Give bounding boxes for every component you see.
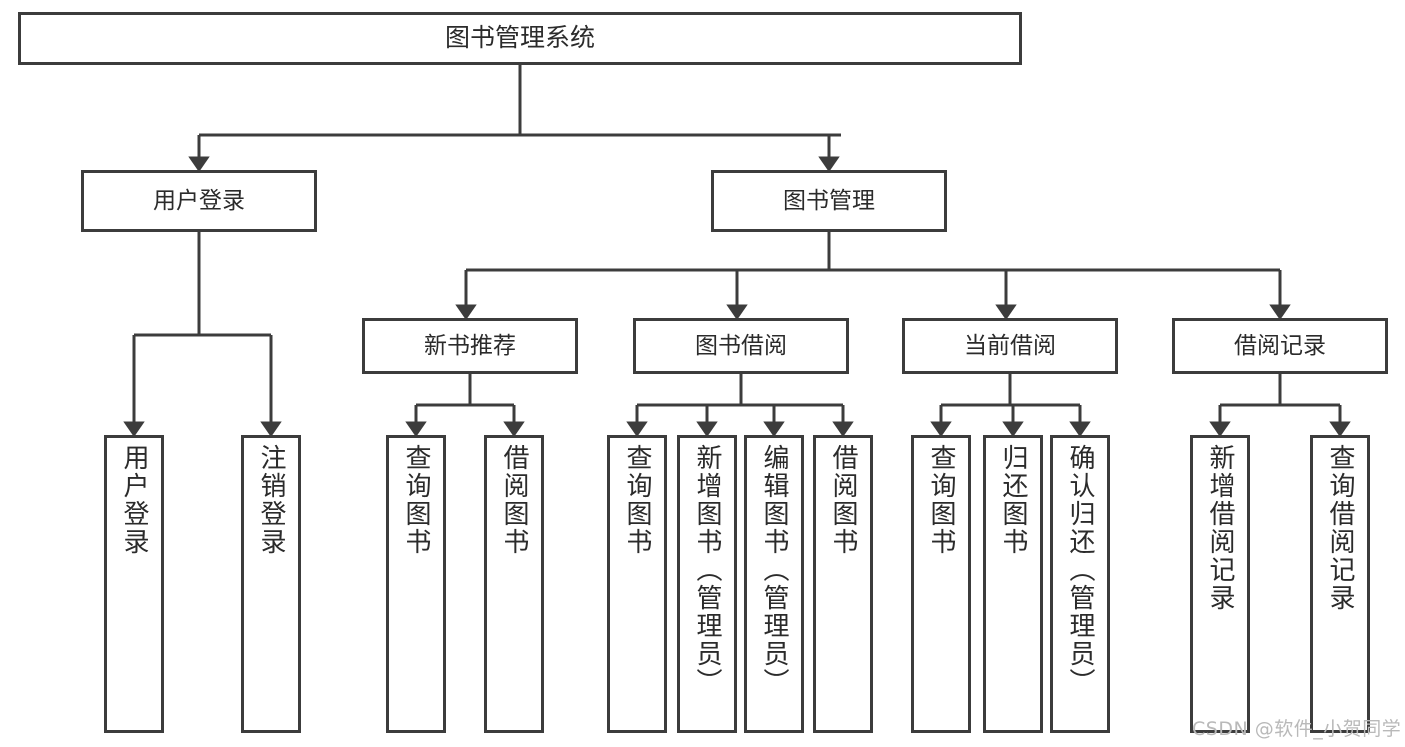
node-leaf-query-borrow-rec-label: 查询借阅记录: [1325, 444, 1355, 612]
csdn-watermark: CSDN @软件_小贺同学: [1192, 718, 1402, 740]
node-leaf-borrow-book-rec-label: 借阅图书: [499, 444, 529, 556]
node-leaf-return-book-label: 归还图书: [998, 444, 1028, 556]
node-current-borrow-label: 当前借阅: [964, 332, 1056, 359]
node-leaf-confirm-return[interactable]: 确认归还（管理员）: [1050, 435, 1110, 733]
node-leaf-add-book-admin[interactable]: 新增图书（管理员）: [677, 435, 737, 733]
node-root-label: 图书管理系统: [444, 23, 595, 53]
node-leaf-return-book[interactable]: 归还图书: [983, 435, 1043, 733]
node-leaf-query-book-rec-label: 查询图书: [401, 444, 431, 556]
node-leaf-logout[interactable]: 注销登录: [241, 435, 301, 733]
node-leaf-confirm-return-label: 确认归还（管理员）: [1065, 444, 1095, 696]
node-root[interactable]: 图书管理系统: [18, 12, 1022, 65]
node-leaf-add-borrow-rec-label: 新增借阅记录: [1205, 444, 1235, 612]
node-leaf-add-borrow-rec[interactable]: 新增借阅记录: [1190, 435, 1250, 733]
node-leaf-edit-book-admin[interactable]: 编辑图书（管理员）: [744, 435, 804, 733]
node-leaf-edit-book-admin-label: 编辑图书（管理员）: [759, 444, 789, 696]
node-leaf-user-login-label: 用户登录: [119, 444, 149, 556]
node-new-book-rec-label: 新书推荐: [424, 332, 516, 359]
node-new-book-rec[interactable]: 新书推荐: [362, 318, 578, 374]
node-leaf-add-book-admin-label: 新增图书（管理员）: [692, 444, 722, 696]
node-leaf-borrow-book-rec[interactable]: 借阅图书: [484, 435, 544, 733]
node-book-borrow-label: 图书借阅: [695, 332, 787, 359]
node-user-login-label: 用户登录: [153, 187, 245, 214]
node-leaf-user-login[interactable]: 用户登录: [104, 435, 164, 733]
node-leaf-query-borrow-rec[interactable]: 查询借阅记录: [1310, 435, 1370, 733]
node-book-manage-label: 图书管理: [783, 187, 875, 214]
node-current-borrow[interactable]: 当前借阅: [902, 318, 1118, 374]
node-leaf-query-book-rec[interactable]: 查询图书: [386, 435, 446, 733]
node-leaf-borrow-book-bor-label: 借阅图书: [828, 444, 858, 556]
node-book-borrow[interactable]: 图书借阅: [633, 318, 849, 374]
node-borrow-record[interactable]: 借阅记录: [1172, 318, 1388, 374]
node-leaf-logout-label: 注销登录: [256, 444, 286, 556]
node-book-manage[interactable]: 图书管理: [711, 170, 947, 232]
node-leaf-borrow-book-bor[interactable]: 借阅图书: [813, 435, 873, 733]
node-leaf-query-book-bor-label: 查询图书: [622, 444, 652, 556]
node-borrow-record-label: 借阅记录: [1234, 332, 1326, 359]
node-user-login[interactable]: 用户登录: [81, 170, 317, 232]
node-leaf-query-book-cur[interactable]: 查询图书: [911, 435, 971, 733]
node-leaf-query-book-bor[interactable]: 查询图书: [607, 435, 667, 733]
node-leaf-query-book-cur-label: 查询图书: [926, 444, 956, 556]
